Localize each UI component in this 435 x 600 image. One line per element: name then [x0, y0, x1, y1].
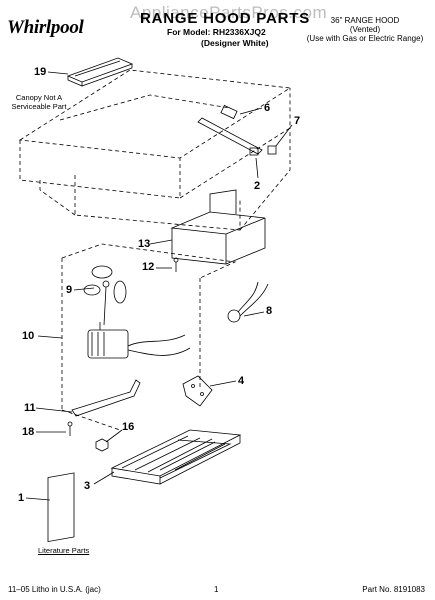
part-number: Part No. 8191083	[362, 585, 425, 594]
callout-leaders	[25, 71, 293, 501]
callout-19: 19	[34, 66, 47, 78]
canopy-note-line2: Serviceable Part	[11, 102, 67, 111]
nut-part-16	[95, 438, 109, 452]
page-number: 1	[214, 585, 219, 594]
hood-type: 36" RANGE HOOD	[330, 16, 400, 25]
watermark: AppliancePartsPros.com	[130, 3, 328, 22]
callout-8: 8	[266, 305, 273, 317]
callout-11: 11	[24, 402, 36, 414]
mount-bracket-part-11	[71, 379, 141, 417]
hood-vent: (Vented)	[349, 25, 381, 34]
motor-box-outline	[61, 243, 237, 431]
literature-label: Literature Parts	[38, 546, 90, 555]
callout-10: 10	[22, 330, 35, 342]
callout-1: 1	[18, 492, 25, 504]
screw-part-12	[173, 257, 179, 272]
callout-9: 9	[66, 284, 73, 296]
print-info: 11–05 Litho in U.S.A. (jac)	[8, 585, 101, 594]
blower-housing-part-13	[170, 189, 266, 265]
canopy-note-line1: Canopy Not A	[15, 93, 63, 102]
callout-2: 2	[254, 180, 261, 192]
callout-18: 18	[22, 426, 35, 438]
brand-logo: Whirlpool	[7, 17, 84, 38]
bracket-part-4	[182, 375, 213, 407]
callout-4: 4	[238, 375, 245, 387]
screw-part-18	[67, 421, 73, 436]
motor-part-10	[87, 322, 191, 359]
canopy-outline	[18, 69, 292, 231]
callout-7: 7	[294, 115, 301, 127]
literature-part-1	[47, 472, 75, 543]
light-bracket	[197, 104, 277, 156]
callout-13: 13	[138, 238, 151, 250]
model-line: For Model: RH2336XJQ2	[167, 27, 266, 37]
callout-3: 3	[84, 480, 91, 492]
page-title: RANGE HOOD PARTS	[140, 10, 311, 27]
socket-part-8	[227, 281, 269, 323]
damper-part-19	[66, 57, 134, 87]
callout-6: 6	[264, 102, 271, 114]
callout-16: 16	[122, 421, 135, 433]
canopy-note: Canopy Not A Serviceable Part	[8, 93, 70, 111]
filter-part-3	[110, 429, 242, 485]
callout-12: 12	[142, 261, 155, 273]
hood-use: (Use with Gas or Electric Range)	[306, 34, 424, 43]
fan-blade-part-9	[83, 265, 127, 326]
variant-line: (Designer White)	[201, 38, 269, 48]
